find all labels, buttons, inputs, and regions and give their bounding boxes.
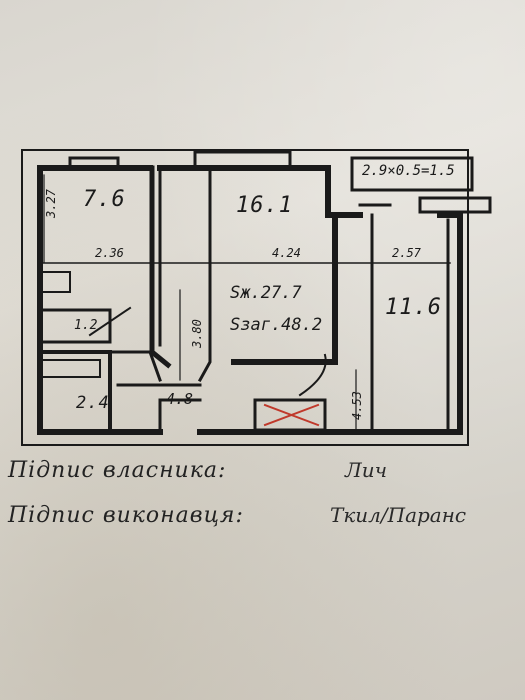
owner-signature-label: Підпис власника: [8,458,227,483]
total-area: Sзаг.48.2 [230,315,323,335]
room-area-4-8: 4.8 [166,390,194,408]
room-area-2-4: 2.4 [76,393,110,413]
owner-signature: Лич [345,458,388,482]
living-area: Sж.27.7 [230,283,302,303]
executor-signature-label: Підпис виконавця: [8,503,244,528]
room-area-16-1: 16.1 [236,193,293,218]
dimension-4-24: 4.24 [272,246,301,260]
dimension-2-36: 2.36 [95,246,124,260]
dimension-2-57: 2.57 [392,246,421,260]
dimension-4-53: 4.53 [350,391,364,420]
executor-signature: Ткил/Паранс [330,503,467,527]
dimension-3-27: 3.27 [44,189,58,218]
balcony-formula: 2.9×0.5=1.5 [362,163,455,179]
dimension-3-80: 3.80 [190,319,204,348]
room-area-7-6: 7.6 [83,187,126,212]
room-area-1-2: 1.2 [74,318,98,333]
room-area-11-6: 11.6 [385,295,442,320]
